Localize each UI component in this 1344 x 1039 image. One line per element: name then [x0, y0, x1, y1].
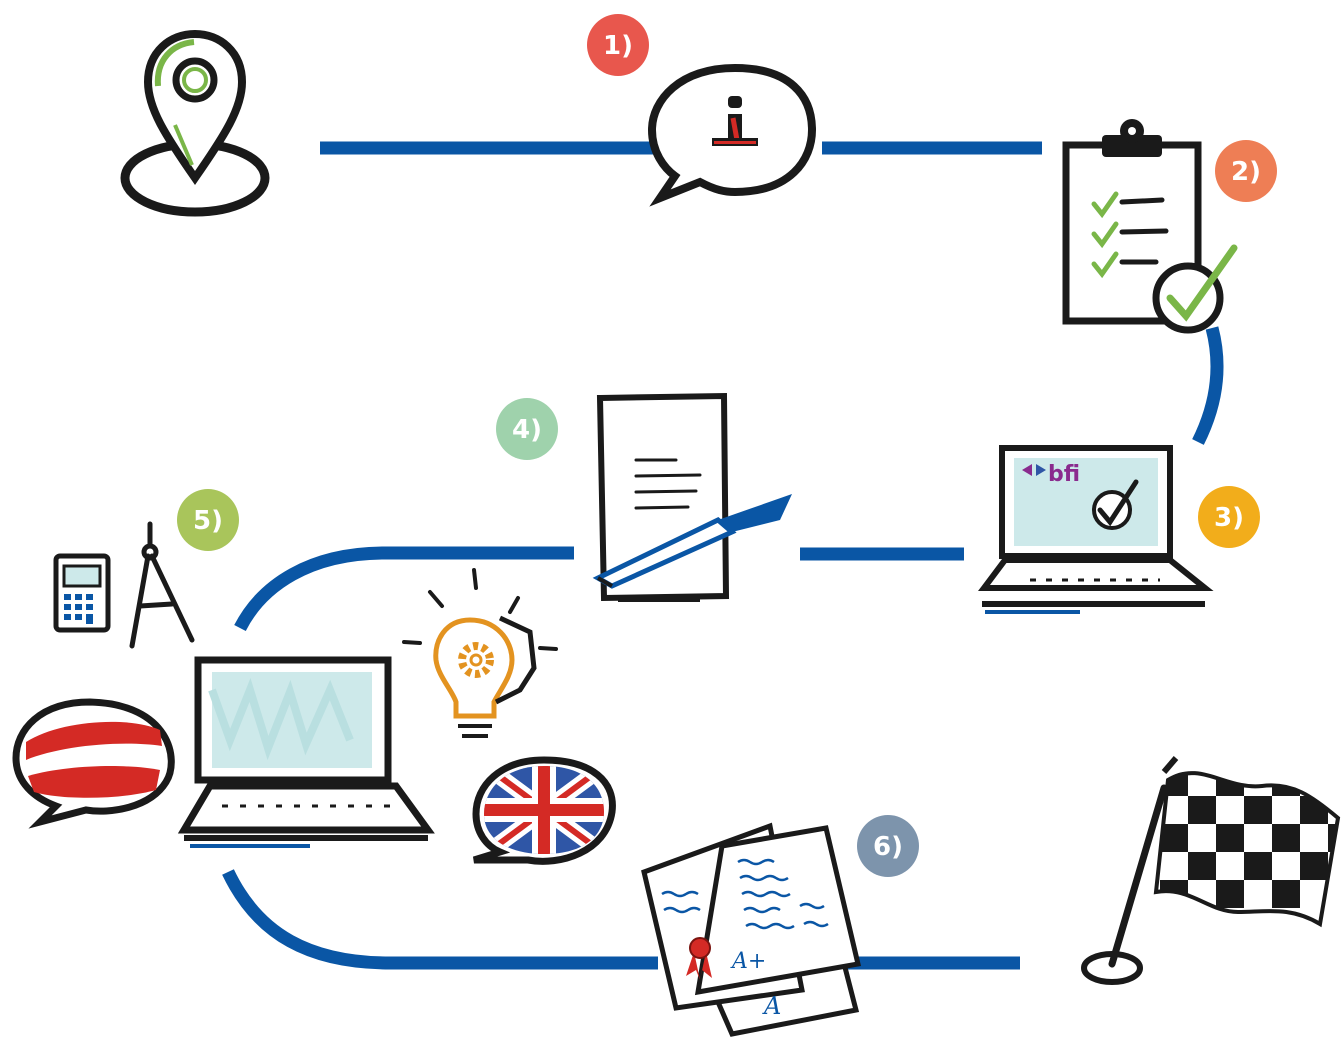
step-6-badge-label: 6)	[873, 832, 903, 862]
uk-flag-speech-bubble-icon	[472, 756, 616, 865]
checkered-flag-icon	[1081, 756, 1341, 985]
ribbon-seal-icon	[686, 937, 712, 980]
step-2-badge: 2)	[1215, 140, 1277, 202]
path-connectors	[222, 141, 1224, 970]
grade-a-plus-text: A+	[730, 949, 766, 974]
laptop-learning-icon	[177, 656, 435, 848]
path-segment-2-to-3	[1192, 326, 1224, 445]
step-3-badge: 3)	[1198, 486, 1260, 548]
lightbulb-gear-icon	[402, 568, 558, 738]
path-segment-5-to-6	[222, 869, 658, 970]
step-2-badge-label: 2)	[1231, 157, 1261, 187]
bfi-logo: bfi	[1022, 462, 1080, 487]
document-pen-icon	[592, 392, 792, 602]
location-pin-icon	[120, 29, 270, 217]
step-1-badge: 1)	[587, 14, 649, 76]
info-speech-bubble-icon	[647, 63, 817, 207]
calculator-icon	[53, 553, 111, 633]
compass-icon	[129, 521, 195, 649]
step-4-badge: 4)	[496, 398, 558, 460]
clipboard-checklist-icon	[1062, 119, 1238, 334]
austria-flag-speech-bubble-icon	[12, 698, 175, 829]
step-5-badge: 5)	[177, 489, 239, 551]
step-5-badge-label: 5)	[193, 506, 223, 536]
path-segment-4-to-5	[234, 546, 574, 632]
step-6-badge: 6)	[857, 815, 919, 877]
grade-a-text: A	[762, 992, 781, 1020]
bfi-logo-text: bfi	[1048, 462, 1080, 487]
step-1-badge-label: 1)	[603, 31, 633, 61]
step-3-badge-label: 3)	[1214, 503, 1244, 533]
certificates-icon: A+ A	[641, 822, 862, 1037]
laptop-bfi-check-icon: bfi	[978, 445, 1214, 614]
step-4-badge-label: 4)	[512, 415, 542, 445]
